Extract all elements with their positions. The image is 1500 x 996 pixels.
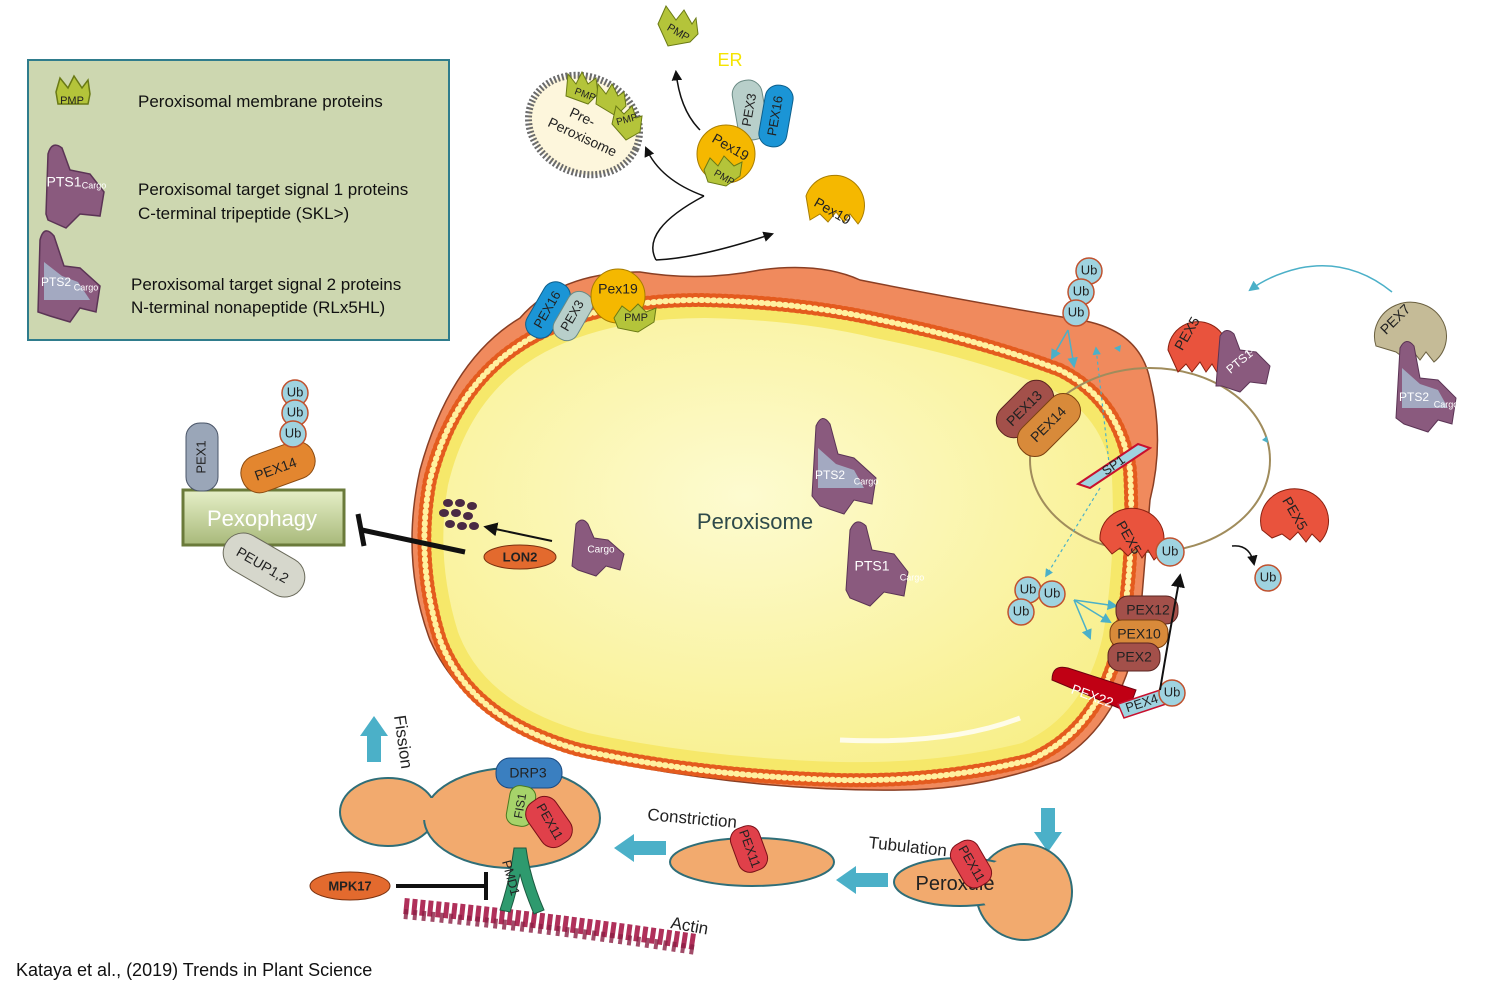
svg-text:Ub: Ub bbox=[1073, 283, 1090, 298]
svg-text:Ub: Ub bbox=[1013, 603, 1030, 618]
svg-text:PEX10: PEX10 bbox=[1117, 626, 1161, 642]
svg-text:DRP3: DRP3 bbox=[509, 765, 547, 781]
svg-text:Ub: Ub bbox=[285, 425, 302, 440]
pex7-return-arrow bbox=[1248, 265, 1393, 293]
pex22-pex4: PEX22 PEX4 Ub bbox=[1051, 666, 1186, 719]
tubulation-label: Tubulation bbox=[868, 833, 948, 860]
citation: Kataya et al., (2019) Trends in Plant Sc… bbox=[16, 960, 372, 980]
arrow-pex19-release bbox=[655, 231, 774, 261]
svg-text:Ub: Ub bbox=[1164, 684, 1181, 699]
pts1-legend-text-2: C-terminal tripeptide (SKL>) bbox=[138, 204, 349, 223]
svg-text:Pexophagy: Pexophagy bbox=[207, 506, 317, 531]
svg-text:Ub: Ub bbox=[1068, 304, 1085, 319]
svg-text:FIS1: FIS1 bbox=[511, 792, 529, 820]
svg-text:Cargo: Cargo bbox=[74, 282, 99, 292]
lon2-degradation-arrow bbox=[483, 522, 553, 542]
svg-text:Ub: Ub bbox=[287, 404, 304, 419]
ub-cluster-bottom: Ub Ub Ub bbox=[1007, 576, 1066, 626]
ub-released bbox=[1254, 564, 1282, 592]
svg-text:PEX12: PEX12 bbox=[1126, 602, 1170, 618]
svg-text:Cargo: Cargo bbox=[854, 476, 879, 486]
svg-text:PEX3: PEX3 bbox=[739, 92, 760, 127]
cargo-degradation: Cargo bbox=[571, 519, 625, 577]
pmp-legend-text: Peroxisomal membrane proteins bbox=[138, 92, 383, 111]
pex19-free: Pex19 bbox=[805, 174, 865, 228]
pts2-legend-icon: PTS2 Cargo bbox=[37, 230, 101, 323]
lon2: LON2 bbox=[483, 544, 557, 570]
mpk17: MPK17 bbox=[309, 871, 391, 901]
pex19-er-complex: PEX3 PEX16 Pex19 PMP bbox=[696, 79, 794, 188]
ub-cluster-top: Ub Ub Ub bbox=[1062, 257, 1103, 327]
pts1-legend-icon: PTS1 Cargo bbox=[45, 144, 107, 229]
ring-complex: PEX12 PEX10 PEX2 bbox=[1107, 595, 1179, 672]
pts1-cargo-inside: PTS1 Cargo bbox=[845, 521, 925, 607]
svg-text:Cargo: Cargo bbox=[1434, 399, 1459, 409]
svg-text:Ub: Ub bbox=[1081, 262, 1098, 277]
svg-text:PTS1: PTS1 bbox=[46, 174, 81, 190]
svg-text:LON2: LON2 bbox=[503, 549, 538, 564]
pts2-legend-text-2: N-terminal nonapeptide (RLx5HL) bbox=[131, 298, 385, 317]
svg-text:Pex19: Pex19 bbox=[598, 281, 638, 297]
peroxisome: Peroxisome bbox=[411, 266, 1159, 791]
pmp-released: PMP bbox=[657, 4, 699, 47]
svg-text:PMP: PMP bbox=[615, 112, 639, 128]
svg-text:PEX1: PEX1 bbox=[193, 440, 208, 473]
arrow-to-peroxisome-membrane bbox=[652, 195, 705, 261]
fission-label: Fission bbox=[390, 714, 416, 770]
svg-text:PEX16: PEX16 bbox=[764, 95, 786, 137]
pex5-membrane: PEX5 Ub bbox=[1099, 507, 1185, 567]
pmp-legend-icon: PMP bbox=[55, 74, 91, 107]
svg-text:Cargo: Cargo bbox=[587, 545, 615, 556]
svg-text:PTS2: PTS2 bbox=[815, 468, 845, 482]
svg-text:Ub: Ub bbox=[1044, 585, 1061, 600]
svg-text:PTS2: PTS2 bbox=[41, 275, 71, 289]
pex5-cargo-complex: PEX5 PTS1 Cargo bbox=[1167, 314, 1271, 393]
svg-text:PTS1: PTS1 bbox=[854, 558, 889, 574]
pts2-cargo-inside: PTS2 Cargo bbox=[811, 418, 879, 515]
constriction-label: Constriction bbox=[647, 805, 738, 832]
svg-text:PMP: PMP bbox=[624, 312, 648, 324]
pexophagy: Pexophagy PEX1 PEX14 PEUP1,2 Ub Ub Ub bbox=[181, 379, 346, 598]
pex5-recycled: PEX5 bbox=[1260, 488, 1330, 543]
svg-text:PTS2: PTS2 bbox=[1399, 390, 1429, 404]
tubule: PEX11 bbox=[669, 825, 835, 887]
actin bbox=[403, 898, 698, 955]
pmp-on-pre-peroxisome: PMP PMP bbox=[565, 70, 643, 141]
svg-text:Ub: Ub bbox=[1260, 569, 1277, 584]
legend-box: PMP Peroxisomal membrane proteins PTS1 C… bbox=[27, 59, 450, 341]
svg-text:MPK17: MPK17 bbox=[328, 878, 371, 893]
svg-text:Cargo: Cargo bbox=[82, 180, 107, 190]
svg-text:Ub: Ub bbox=[287, 384, 304, 399]
pts2-legend-text-1: Peroxisomal target signal 2 proteins bbox=[131, 275, 401, 294]
pex7-pts2-complex: PEX7 PTS2 Cargo bbox=[1373, 301, 1459, 433]
peroxule: Peroxule PEX11 bbox=[893, 839, 1073, 941]
svg-text:Ub: Ub bbox=[1162, 543, 1179, 558]
peroxisome-label: Peroxisome bbox=[697, 509, 813, 534]
arrow-to-pre-peroxisome bbox=[644, 146, 705, 197]
svg-text:Cargo: Cargo bbox=[900, 572, 925, 582]
pre-peroxisome: Pre- Peroxisome PMP PMP bbox=[525, 70, 643, 179]
sp1: SP1 bbox=[1075, 442, 1153, 490]
svg-text:PMP: PMP bbox=[60, 95, 84, 107]
degraded-peptides bbox=[439, 499, 479, 530]
pts1-legend-text-1: Peroxisomal target signal 1 proteins bbox=[138, 180, 408, 199]
svg-text:PEX2: PEX2 bbox=[1116, 649, 1152, 665]
svg-text:Ub: Ub bbox=[1020, 581, 1037, 596]
pexophagy-inhibition-line bbox=[361, 527, 466, 555]
membrane-pex19-complex: PEX16 PEX3 Pex19 PMP bbox=[525, 268, 657, 342]
arrow-to-er bbox=[671, 69, 701, 131]
er-label: ER bbox=[717, 50, 742, 70]
